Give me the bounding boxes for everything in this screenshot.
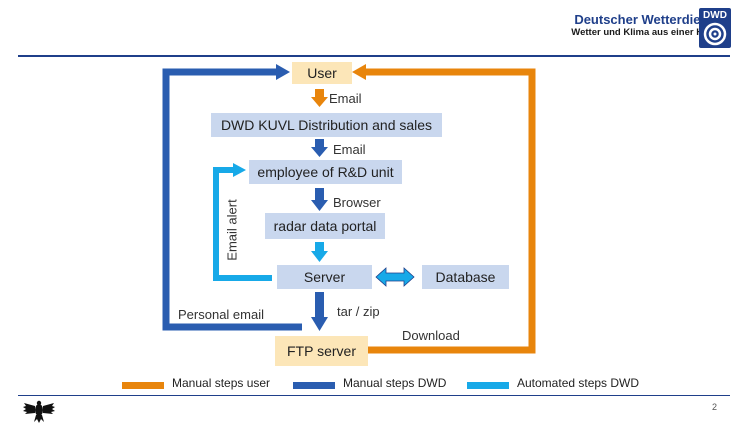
brand-subtitle: Wetter und Klima aus einer Hand: [571, 27, 720, 38]
edge-label-email-alert: Email alert: [224, 199, 240, 261]
node-ftp-server: FTP server: [275, 336, 368, 366]
personal-email-connector: [162, 68, 302, 331]
edge-label-email-2: Email: [333, 142, 366, 157]
legend-swatch-automated-dwd: [467, 382, 509, 389]
legend-label-manual-dwd: Manual steps DWD: [343, 376, 447, 390]
node-user: User: [292, 62, 352, 84]
header-divider: [18, 55, 730, 57]
node-employee: employee of R&D unit: [249, 160, 402, 184]
edge-label-email-1: Email: [329, 91, 362, 106]
logo-text: DWD: [703, 10, 727, 21]
header-brand: Deutscher Wetterdienst Wetter und Klima …: [520, 12, 720, 39]
footer-divider: [18, 395, 730, 396]
node-kuvl: DWD KUVL Distribution and sales: [211, 113, 442, 137]
edge-label-download: Download: [402, 328, 460, 343]
arrow-kuvl-to-employee: [311, 139, 328, 157]
arrow-user-to-kuvl: [311, 89, 328, 107]
node-portal: radar data portal: [265, 213, 385, 239]
node-server: Server: [277, 265, 372, 289]
legend-swatch-manual-dwd: [293, 382, 335, 389]
personal-email-arrowhead: [276, 64, 290, 80]
arrow-server-database: [375, 267, 415, 287]
arrow-server-to-ftp: [311, 292, 328, 331]
legend-label-manual-user: Manual steps user: [172, 376, 271, 390]
arrow-employee-to-portal: [311, 188, 328, 211]
page-number: 2: [712, 402, 718, 412]
swirl-icon: [703, 22, 727, 46]
edge-label-browser: Browser: [333, 195, 381, 210]
node-database: Database: [422, 265, 509, 289]
legend-swatch-manual-user: [122, 382, 164, 389]
brand-title: Deutscher Wetterdienst: [574, 12, 720, 27]
dwd-logo: DWD: [699, 8, 731, 48]
email-alert-arrowhead: [233, 163, 246, 177]
legend-label-automated-dwd: Automated steps DWD: [517, 376, 640, 390]
edge-label-personal-email: Personal email: [178, 307, 264, 322]
federal-eagle-icon: [23, 400, 55, 423]
download-connector: [363, 68, 536, 354]
download-arrowhead: [352, 64, 366, 80]
arrow-portal-to-server: [311, 242, 328, 262]
email-alert-connector: [213, 167, 272, 281]
edge-label-tar-zip: tar / zip: [337, 304, 380, 319]
